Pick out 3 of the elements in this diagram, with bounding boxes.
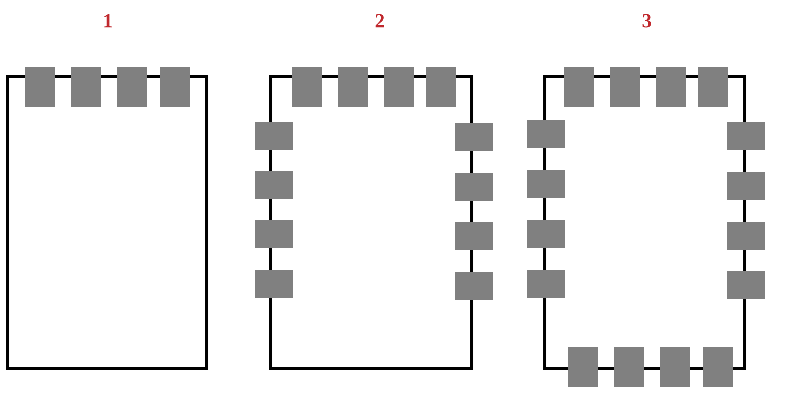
number-label: 1 <box>104 14 112 28</box>
number-label: 2 <box>376 14 384 28</box>
number-label: 3 <box>642 14 652 28</box>
